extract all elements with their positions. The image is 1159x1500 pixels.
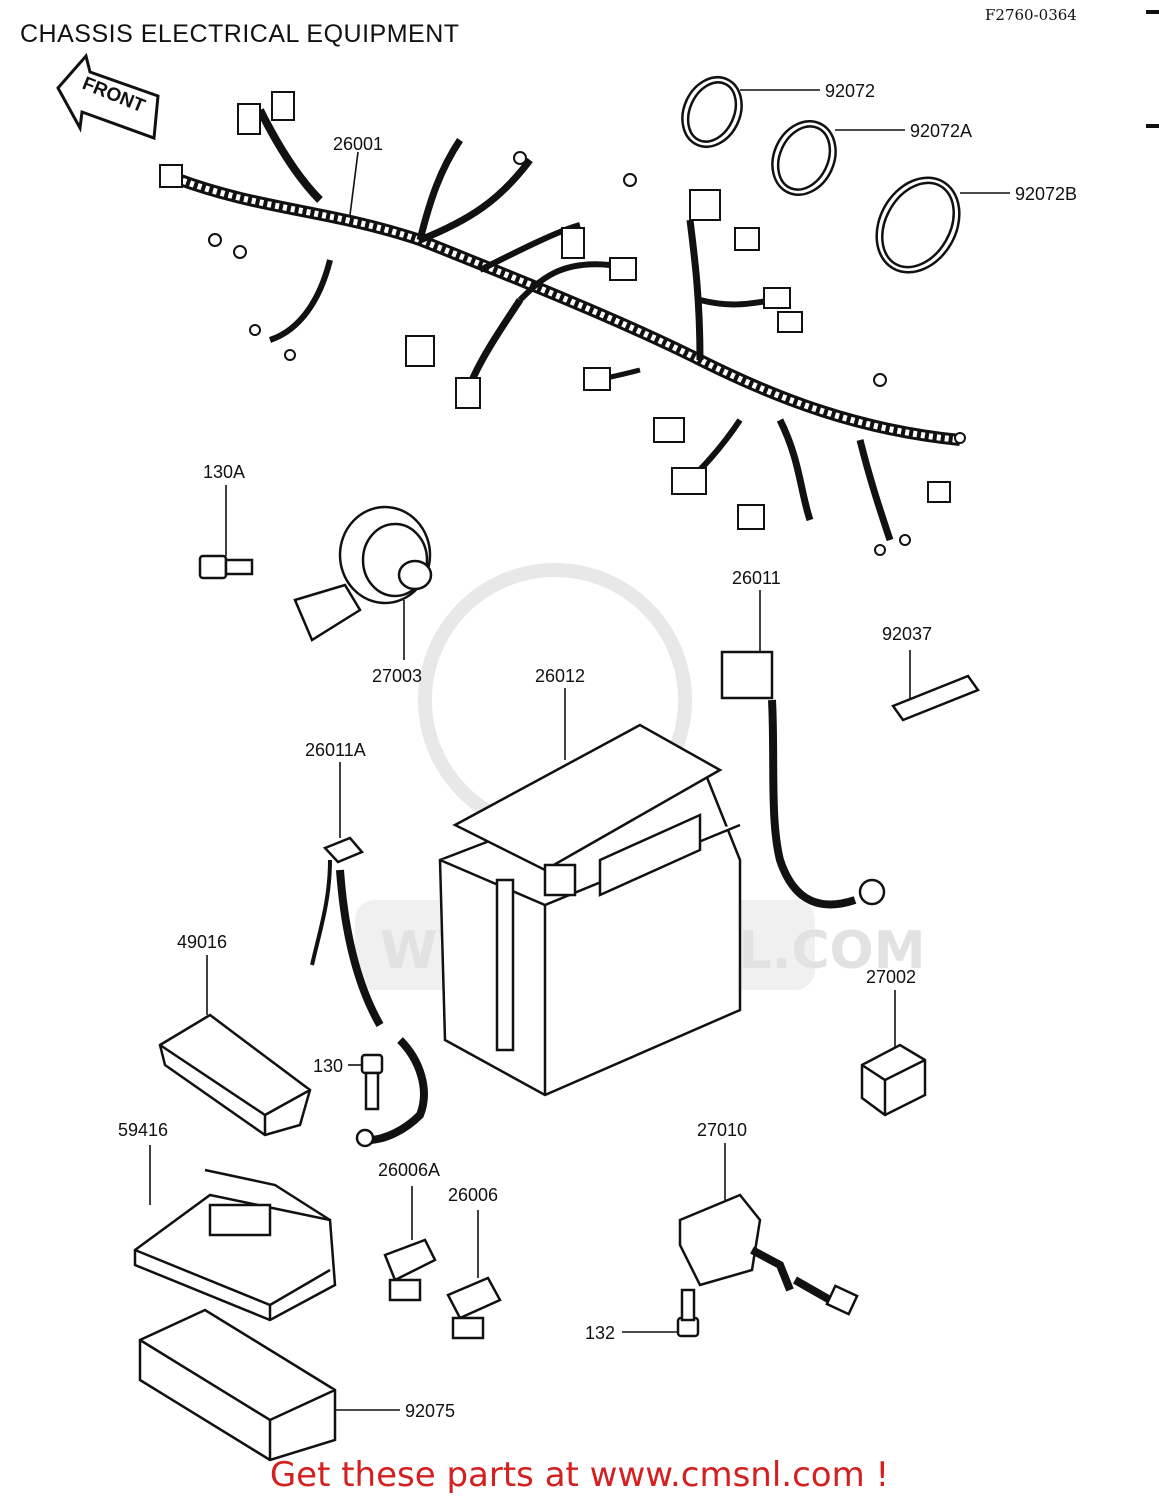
part-label-49016: 49016 (177, 932, 227, 952)
leader-lines (149, 89, 1010, 1411)
holder (138, 1308, 337, 1462)
part-label-132: 132 (585, 1323, 615, 1343)
bolt-130 (360, 1053, 384, 1111)
horn (293, 505, 433, 642)
part-label-130: 130 (313, 1056, 343, 1076)
strap (891, 674, 980, 722)
part-label-27003: 27003 (372, 666, 422, 686)
part-label-26012: 26012 (535, 666, 585, 686)
part-label-26011: 26011 (732, 568, 781, 588)
part-label-130a: 130A (203, 462, 245, 482)
page-title: CHASSIS ELECTRICAL EQUIPMENT (20, 20, 460, 48)
fuse-cover (158, 1013, 312, 1137)
wiring-harness (159, 91, 966, 556)
part-label-27010: 27010 (697, 1120, 747, 1140)
positive-cable (720, 650, 886, 909)
part-label-92072: 92072 (825, 81, 875, 101)
footer-link[interactable]: Get these parts at www.cmsnl.com ! (269, 1455, 890, 1495)
band-clamps (681, 76, 961, 274)
fuses (383, 1238, 502, 1340)
part-label-27002: 27002 (866, 967, 916, 987)
switch (676, 1193, 859, 1338)
part-label-92037: 92037 (882, 624, 932, 644)
bolt-130a (198, 554, 254, 580)
battery (438, 723, 742, 1097)
front-arrow: FRONT (56, 52, 160, 141)
part-label-92072b: 92072B (1015, 184, 1077, 204)
negative-cable (310, 836, 428, 1148)
junction-box (133, 1168, 337, 1322)
relay (860, 1043, 927, 1117)
part-label-59416: 59416 (118, 1120, 168, 1140)
part-labels: 26001 92072 92072A 92072B 130A 27003 260… (118, 81, 1077, 1421)
part-label-26011a: 26011A (305, 740, 366, 760)
part-label-26006: 26006 (448, 1185, 498, 1205)
margin-mark (1146, 10, 1159, 14)
part-label-92075: 92075 (405, 1401, 455, 1421)
figure-code: F2760-0364 (985, 6, 1077, 24)
part-label-26006a: 26006A (378, 1160, 440, 1180)
part-label-92072a: 92072A (910, 121, 972, 141)
margin-mark (1146, 124, 1159, 128)
part-label-26001: 26001 (333, 134, 383, 154)
